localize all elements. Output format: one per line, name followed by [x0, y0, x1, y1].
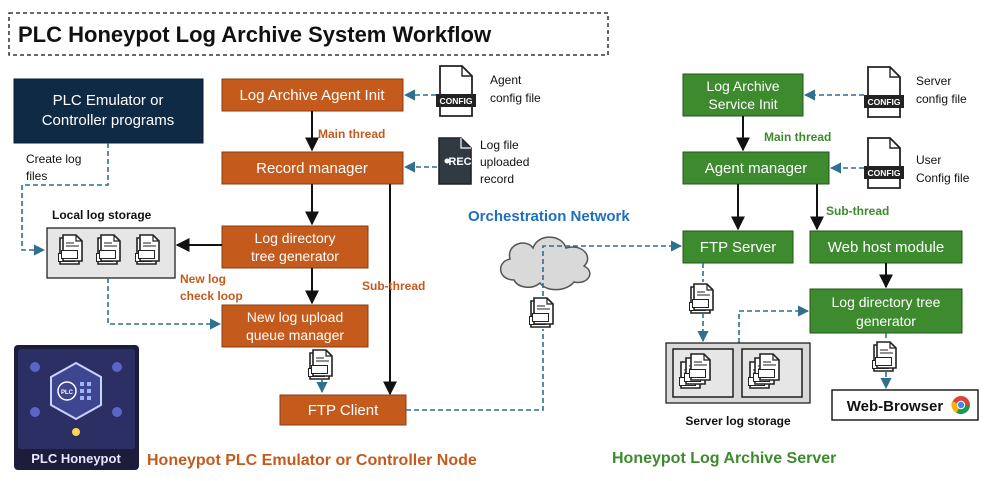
- sub-thread-label: Sub-thread: [362, 279, 425, 293]
- server-tree-label-2: generator: [856, 313, 916, 329]
- server-config-label-1: Server: [916, 74, 951, 88]
- plc-honeypot-logo: PLC PLC Honeypot: [14, 345, 139, 470]
- ftp-client-box: FTP Client: [279, 394, 407, 426]
- ftp-server-box: FTP Server: [682, 230, 794, 264]
- upload-queue-label-2: queue manager: [246, 327, 344, 343]
- server-tree-generator-box: Log directory tree generator: [809, 288, 963, 334]
- server-main-thread-label: Main thread: [764, 130, 831, 144]
- log-folder-icon: [741, 348, 803, 398]
- title-frame: [8, 12, 609, 56]
- agent-manager-box: Agent manager: [682, 151, 830, 185]
- cloud-icon: [500, 236, 591, 291]
- server-caption: Honeypot Log Archive Server: [612, 450, 836, 467]
- plc-box-line1: PLC Emulator or: [53, 92, 164, 109]
- config-file-icon: CONFIG: [436, 65, 476, 117]
- log-folder-icon: [672, 348, 734, 398]
- server-sub-thread-label: Sub-thread: [826, 204, 889, 218]
- uploaded-record-label-3: record: [480, 172, 514, 186]
- svg-text:CONFIG: CONFIG: [867, 97, 900, 107]
- web-browser-label: Web-Browser: [847, 398, 944, 415]
- server-tree-label-1: Log directory tree: [832, 294, 941, 310]
- log-file-icon: [871, 341, 897, 372]
- uploaded-record-label-1: Log file: [480, 138, 519, 152]
- server-config-label-2: config file: [916, 92, 967, 106]
- storage-to-server-tree-arrow: [738, 305, 810, 343]
- plc-box-line2: Controller programs: [42, 112, 175, 129]
- record-manager-box: Record manager: [221, 151, 404, 185]
- ftp-server-label: FTP Server: [700, 239, 776, 256]
- client-node-caption: Honeypot PLC Emulator or Controller Node: [147, 452, 477, 469]
- client-tree-generator-box: Log directory tree generator: [221, 225, 369, 269]
- rec-file-icon: REC: [438, 137, 472, 185]
- agent-init-label: Log Archive Agent Init: [239, 87, 385, 104]
- check-loop-label-2: check loop: [180, 289, 243, 303]
- uploaded-record-label-2: uploaded: [480, 155, 529, 169]
- svg-text:PLC: PLC: [61, 390, 74, 396]
- client-tree-label-2: tree generator: [251, 248, 339, 264]
- agent-manager-label: Agent manager: [705, 160, 808, 177]
- client-tree-label-1: Log directory: [255, 230, 336, 246]
- service-init-box: Log Archive Service Init: [682, 73, 804, 117]
- local-storage-label: Local log storage: [52, 208, 152, 222]
- log-file-icon: [95, 234, 121, 265]
- user-config-label-1: User: [916, 153, 941, 167]
- agent-config-label-2: config file: [490, 91, 541, 105]
- check-loop-label-1: New log: [180, 272, 226, 286]
- log-file-icon: [134, 234, 160, 265]
- agent-init-box: Log Archive Agent Init: [221, 78, 404, 112]
- web-browser-box: Web-Browser: [831, 389, 979, 421]
- plc-emulator-box: PLC Emulator or Controller programs: [13, 78, 204, 144]
- page-title: PLC Honeypot Log Archive System Workflow: [18, 22, 492, 47]
- service-init-label-2: Service Init: [708, 96, 777, 112]
- user-config-label-2: Config file: [916, 171, 970, 185]
- server-storage-label: Server log storage: [685, 414, 791, 428]
- create-log-label-1: Create log: [26, 152, 81, 166]
- chrome-icon: [951, 396, 970, 414]
- service-init-label-1: Log Archive: [706, 78, 779, 94]
- log-file-icon: [57, 234, 83, 265]
- ftp-client-label: FTP Client: [308, 402, 379, 419]
- upload-queue-label-1: New log upload: [247, 309, 344, 325]
- log-file-icon: [528, 297, 554, 328]
- main-thread-label: Main thread: [318, 127, 385, 141]
- svg-text:CONFIG: CONFIG: [867, 168, 900, 178]
- ftp-client-net-line: [406, 329, 544, 411]
- storage-to-queue-arrow: [107, 278, 222, 330]
- svg-text:REC: REC: [448, 156, 471, 168]
- web-host-label: Web host module: [828, 239, 944, 256]
- config-file-icon: CONFIG: [864, 137, 904, 189]
- log-file-icon: [688, 283, 714, 314]
- record-manager-label: Record manager: [256, 160, 368, 177]
- create-log-arrow: [21, 143, 109, 256]
- config-file-icon: CONFIG: [864, 66, 904, 118]
- web-host-box: Web host module: [809, 230, 963, 264]
- log-file-icon: [307, 349, 333, 380]
- network-label: Orchestration Network: [468, 208, 630, 225]
- create-log-label-2: files: [26, 169, 47, 183]
- logo-text: PLC Honeypot: [31, 451, 121, 466]
- upload-queue-box: New log upload queue manager: [221, 304, 369, 348]
- svg-text:CONFIG: CONFIG: [439, 96, 472, 106]
- network-to-ftp-server-arrow: [542, 240, 683, 296]
- agent-config-label-1: Agent: [490, 73, 522, 87]
